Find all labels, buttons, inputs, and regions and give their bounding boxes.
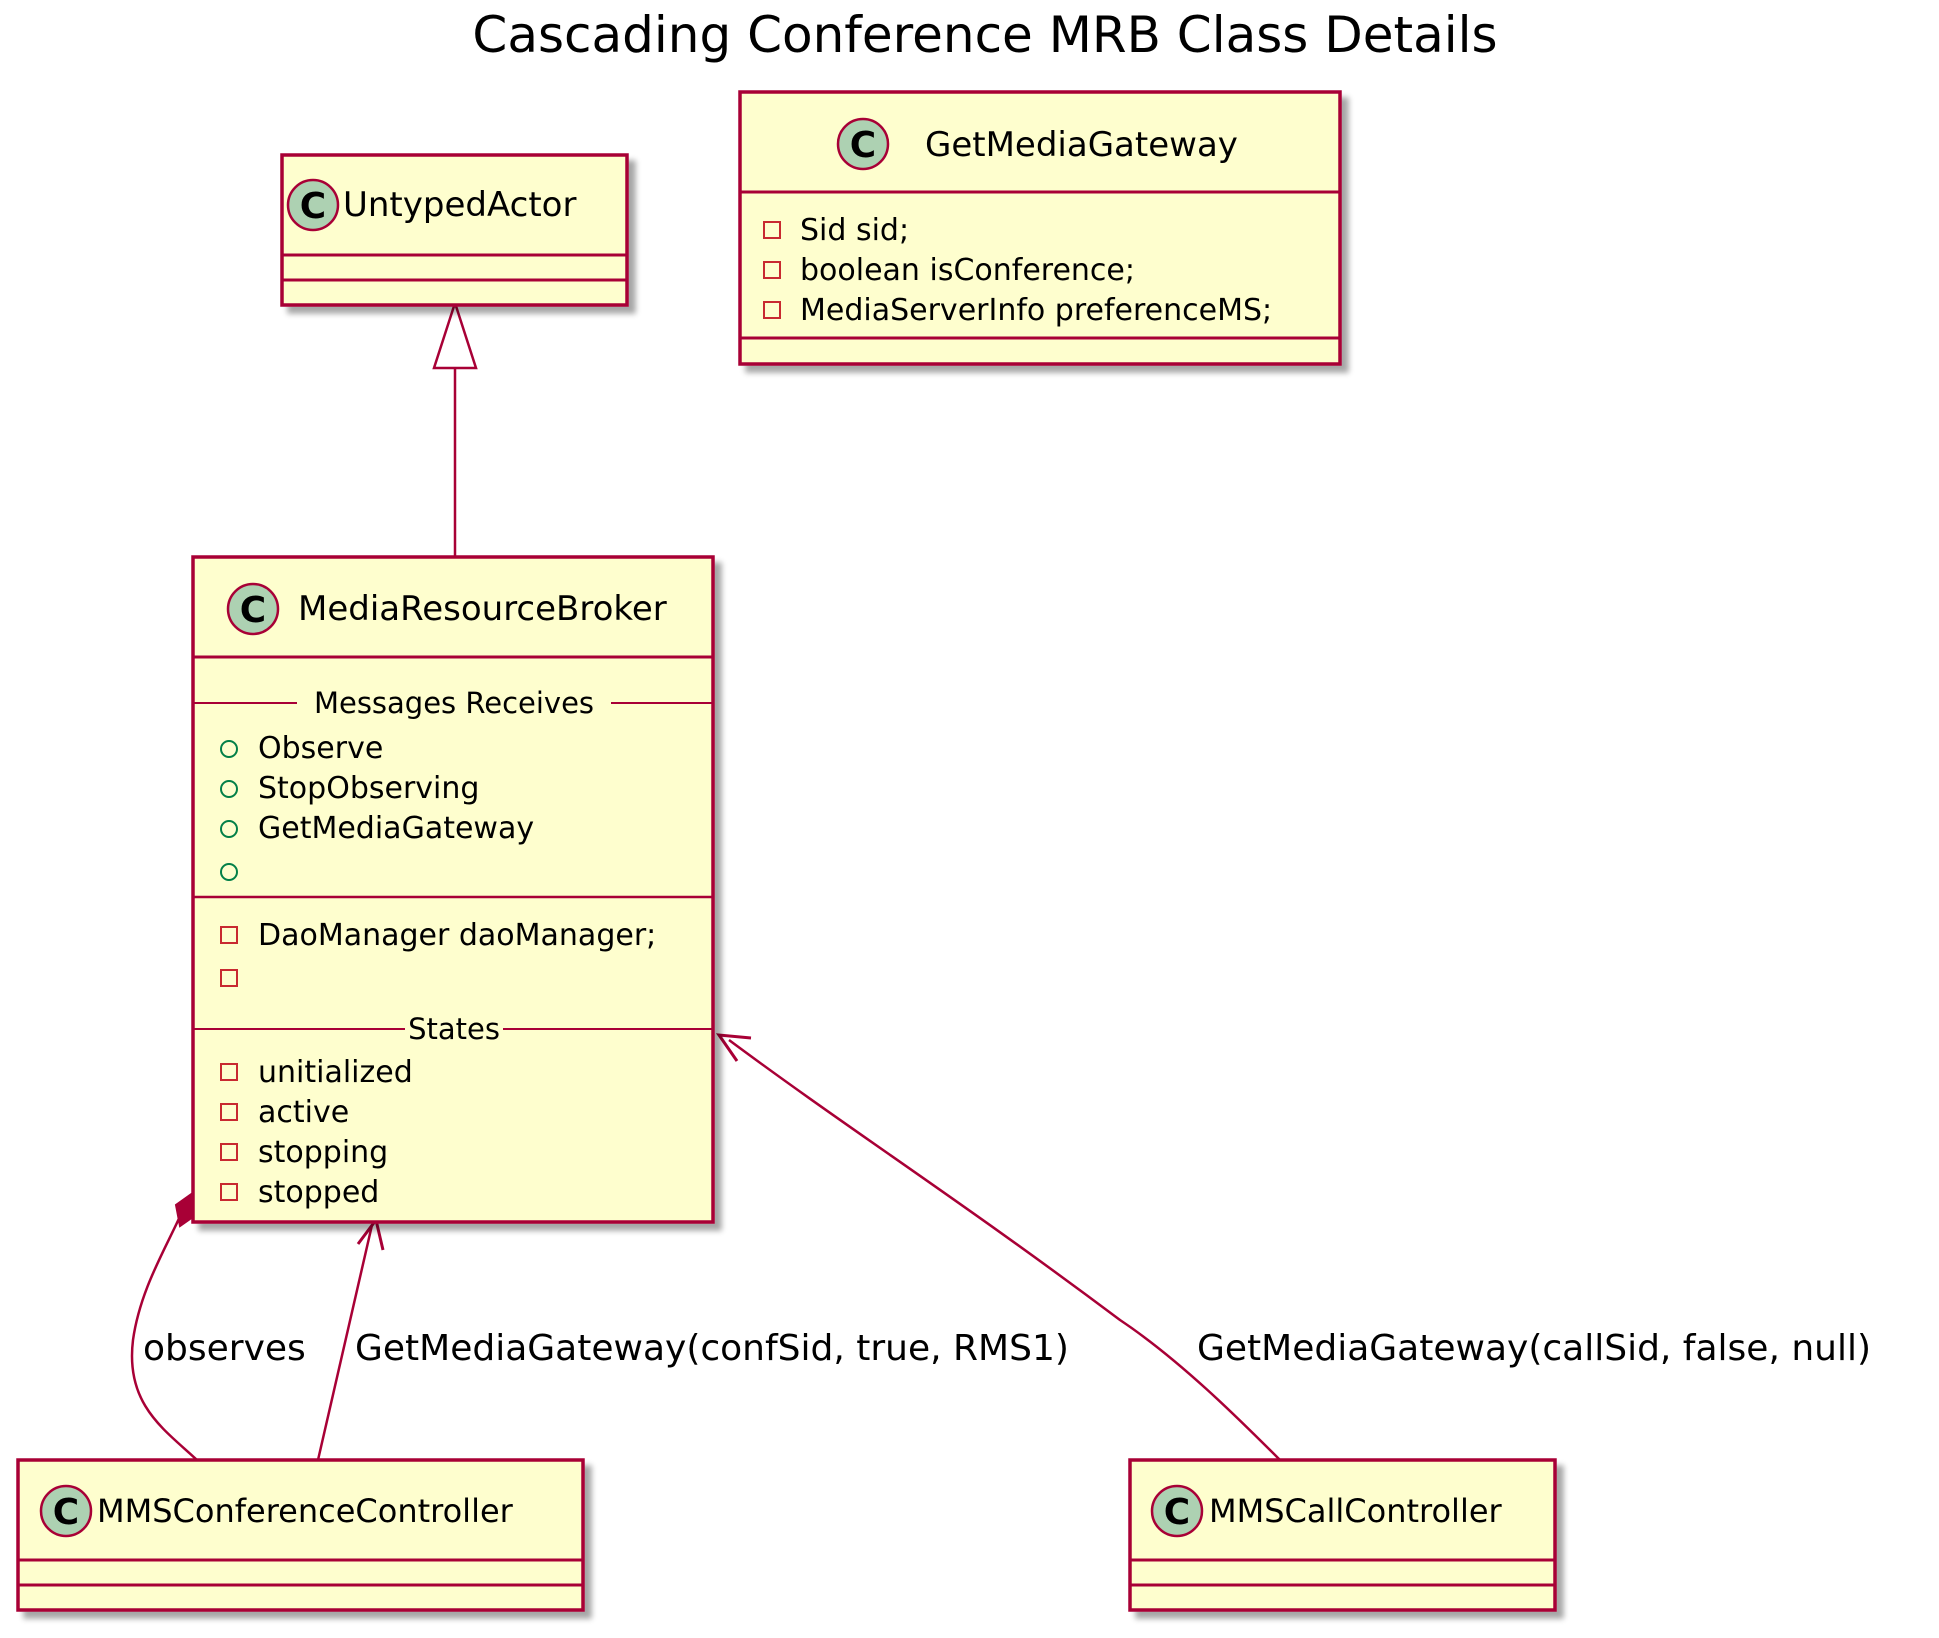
class-badge-icon: C bbox=[39, 1484, 93, 1538]
conf-gateway-label: GetMediaGateway(confSid, true, RMS1) bbox=[355, 1328, 1069, 1369]
observes-label: observes bbox=[143, 1328, 306, 1369]
private-visibility-icon bbox=[220, 1143, 238, 1161]
class-media-resource-broker: C MediaResourceBroker Messages Receives … bbox=[191, 555, 715, 1224]
class-name: GetMediaGateway bbox=[925, 125, 1238, 165]
state-row: active bbox=[220, 1095, 349, 1130]
field-row: boolean isConference; bbox=[763, 253, 1135, 288]
svg-text:C: C bbox=[850, 125, 876, 166]
state-row: stopped bbox=[220, 1175, 379, 1210]
class-badge-icon: C bbox=[836, 117, 890, 171]
svg-text:GetMediaGateway: GetMediaGateway bbox=[258, 811, 534, 846]
state-row: stopping bbox=[220, 1135, 388, 1170]
svg-text:C: C bbox=[240, 590, 266, 631]
private-visibility-icon bbox=[763, 301, 781, 319]
observes-line bbox=[130, 1211, 198, 1461]
private-visibility-icon bbox=[220, 1183, 238, 1201]
private-visibility-icon bbox=[220, 969, 238, 987]
svg-text:C: C bbox=[300, 186, 326, 227]
svg-text:unitialized: unitialized bbox=[258, 1055, 413, 1090]
private-visibility-icon bbox=[220, 1103, 238, 1121]
field-row: Sid sid; bbox=[763, 213, 909, 248]
class-untyped-actor: C UntypedActor bbox=[280, 153, 629, 307]
svg-text:Observe: Observe bbox=[258, 731, 383, 766]
svg-text:stopped: stopped bbox=[258, 1175, 379, 1210]
svg-text:stopping: stopping bbox=[258, 1135, 388, 1170]
message-row bbox=[220, 863, 238, 881]
class-badge-icon: C bbox=[226, 582, 280, 636]
class-name: UntypedActor bbox=[343, 185, 576, 225]
svg-text:StopObserving: StopObserving bbox=[258, 771, 479, 806]
message-row: Observe bbox=[220, 731, 383, 766]
svg-text:DaoManager daoManager;: DaoManager daoManager; bbox=[258, 918, 656, 953]
public-visibility-icon bbox=[220, 780, 238, 798]
svg-text:C: C bbox=[53, 1492, 79, 1533]
svg-text:boolean isConference;: boolean isConference; bbox=[800, 253, 1135, 288]
class-badge-icon: C bbox=[286, 178, 340, 232]
inheritance-arrowhead bbox=[432, 298, 478, 370]
public-visibility-icon bbox=[220, 820, 238, 838]
field-row: MediaServerInfo preferenceMS; bbox=[763, 293, 1272, 328]
class-mms-call-controller: C MMSCallController bbox=[1128, 1458, 1557, 1612]
class-badge-icon: C bbox=[1150, 1484, 1204, 1538]
class-name: MMSConferenceController bbox=[97, 1492, 514, 1530]
message-row: StopObserving bbox=[220, 771, 479, 806]
public-visibility-icon bbox=[220, 740, 238, 758]
call-gateway-arrowhead bbox=[715, 1033, 752, 1062]
private-visibility-icon bbox=[220, 1063, 238, 1081]
class-mms-conference-controller: C MMSConferenceController bbox=[16, 1458, 585, 1612]
svg-text:MediaServerInfo preferenceMS;: MediaServerInfo preferenceMS; bbox=[800, 293, 1272, 328]
svg-text:C: C bbox=[1164, 1492, 1190, 1533]
conf-gateway-line bbox=[316, 1224, 374, 1461]
message-row: GetMediaGateway bbox=[220, 811, 534, 846]
field-row bbox=[220, 969, 238, 987]
svg-text:active: active bbox=[258, 1095, 349, 1130]
section-header-states: States bbox=[408, 1012, 500, 1046]
private-visibility-icon bbox=[763, 261, 781, 279]
state-row: unitialized bbox=[220, 1055, 413, 1090]
class-name: MediaResourceBroker bbox=[298, 589, 667, 629]
private-visibility-icon bbox=[763, 221, 781, 239]
field-row: DaoManager daoManager; bbox=[220, 918, 656, 953]
diagram-title: Cascading Conference MRB Class Details bbox=[472, 6, 1497, 64]
class-name: MMSCallController bbox=[1209, 1492, 1503, 1530]
public-visibility-icon bbox=[220, 863, 238, 881]
private-visibility-icon bbox=[220, 926, 238, 944]
call-gateway-line bbox=[728, 1038, 1281, 1461]
svg-text:Sid sid;: Sid sid; bbox=[800, 213, 909, 248]
section-header-messages: Messages Receives bbox=[314, 686, 594, 720]
class-get-media-gateway: C GetMediaGateway Sid sid; boolean isCon… bbox=[738, 90, 1342, 366]
call-gateway-label: GetMediaGateway(callSid, false, null) bbox=[1197, 1328, 1871, 1369]
